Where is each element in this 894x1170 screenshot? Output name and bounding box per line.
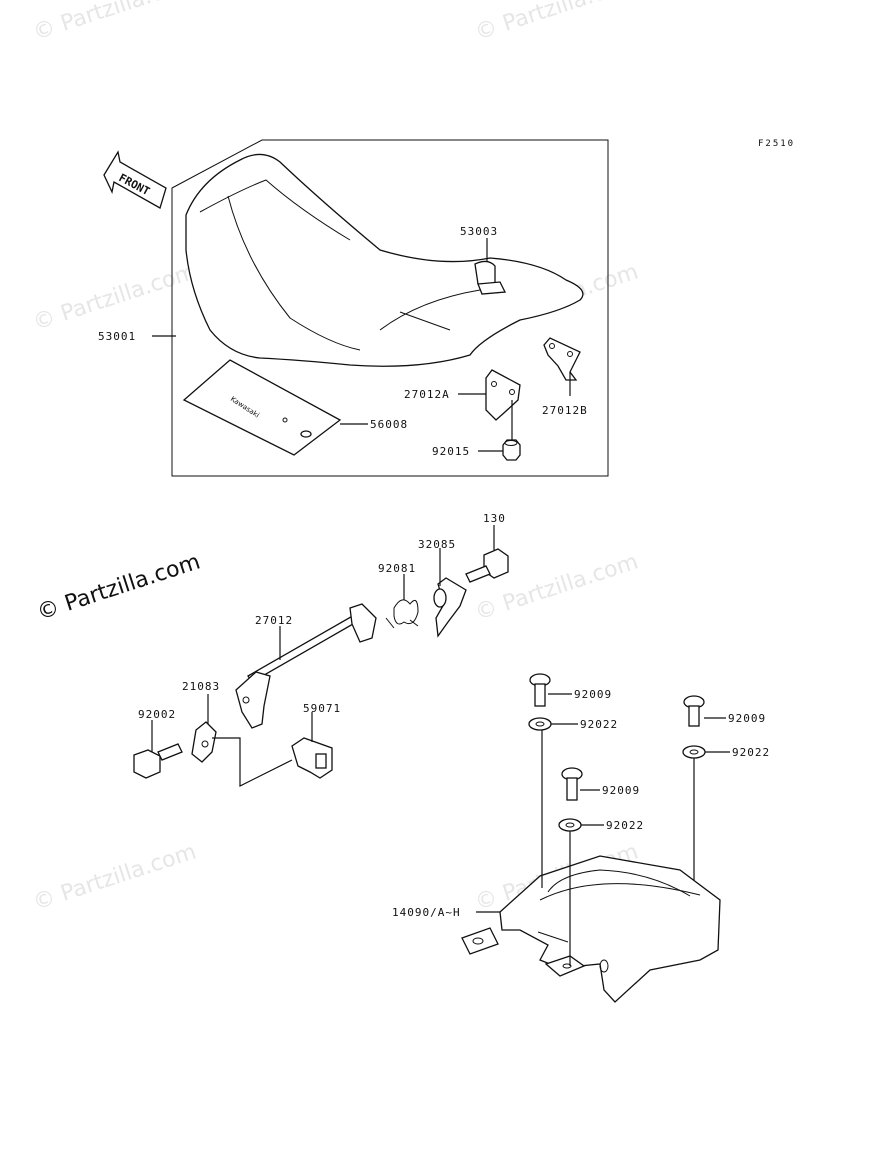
part-label-92002[interactable]: 92002 [138, 708, 176, 721]
part-label-92022-a[interactable]: 92022 [580, 718, 618, 731]
part-label-32085[interactable]: 32085 [418, 538, 456, 551]
part-label-21083[interactable]: 21083 [182, 680, 220, 693]
nut-92015-icon [502, 439, 521, 461]
seat-card-icon: Kawasaki [182, 359, 342, 456]
bolt-92009-a-icon [529, 673, 551, 707]
bolt-92009-c-icon [561, 767, 583, 801]
spring-92081-icon [385, 599, 419, 629]
part-label-56008[interactable]: 56008 [370, 418, 408, 431]
watermark: © Partzilla.com [472, 0, 641, 46]
brand-watermark: © Partzilla.com [34, 549, 203, 625]
part-label-59071[interactable]: 59071 [303, 702, 341, 715]
part-label-27012[interactable]: 27012 [255, 614, 293, 627]
washer-92022-c-icon [558, 818, 582, 832]
watermark: © Partzilla.com [30, 259, 199, 335]
part-label-14090[interactable]: 14090/A~H [392, 906, 461, 919]
bracket-27012a-icon [485, 369, 521, 421]
lock-rod-27012-icon [235, 603, 377, 729]
bolt-92009-b-icon [683, 695, 705, 727]
plate-32085-icon [433, 577, 467, 638]
front-arrow-icon: FRONT [103, 150, 167, 209]
leader-lines [151, 238, 730, 966]
part-label-92022-c[interactable]: 92022 [606, 819, 644, 832]
part-label-92009-a[interactable]: 92009 [574, 688, 612, 701]
part-label-92015[interactable]: 92015 [432, 445, 470, 458]
part-label-92009-c[interactable]: 92009 [602, 784, 640, 797]
diagram-code: F2510 [758, 139, 795, 149]
cover-14090-icon [461, 855, 721, 1003]
washer-92022-a-icon [528, 717, 552, 731]
part-label-92022-b[interactable]: 92022 [732, 746, 770, 759]
watermark: © Partzilla.com [30, 839, 199, 915]
lock-cable [212, 737, 293, 787]
lock-59071-icon [291, 737, 333, 779]
washer-92022-b-icon [682, 745, 706, 759]
bolt-130-icon [465, 548, 509, 583]
part-label-92009-b[interactable]: 92009 [728, 712, 766, 725]
bracket-27012b-icon [543, 337, 581, 381]
watermark-layer: © Partzilla.com © Partzilla.com © Partzi… [30, 0, 641, 916]
part-label-53001[interactable]: 53001 [98, 330, 136, 343]
bolt-92002-icon [133, 743, 183, 779]
seat-assembly-box [171, 139, 609, 477]
part-label-27012b[interactable]: 27012B [542, 404, 588, 417]
seat-icon [185, 153, 584, 367]
watermark: © Partzilla.com [30, 0, 199, 46]
part-label-27012a[interactable]: 27012A [404, 388, 450, 401]
part-label-53003[interactable]: 53003 [460, 225, 498, 238]
bracket-21083-icon [191, 721, 217, 763]
part-label-130[interactable]: 130 [483, 512, 506, 525]
part-label-92081[interactable]: 92081 [378, 562, 416, 575]
